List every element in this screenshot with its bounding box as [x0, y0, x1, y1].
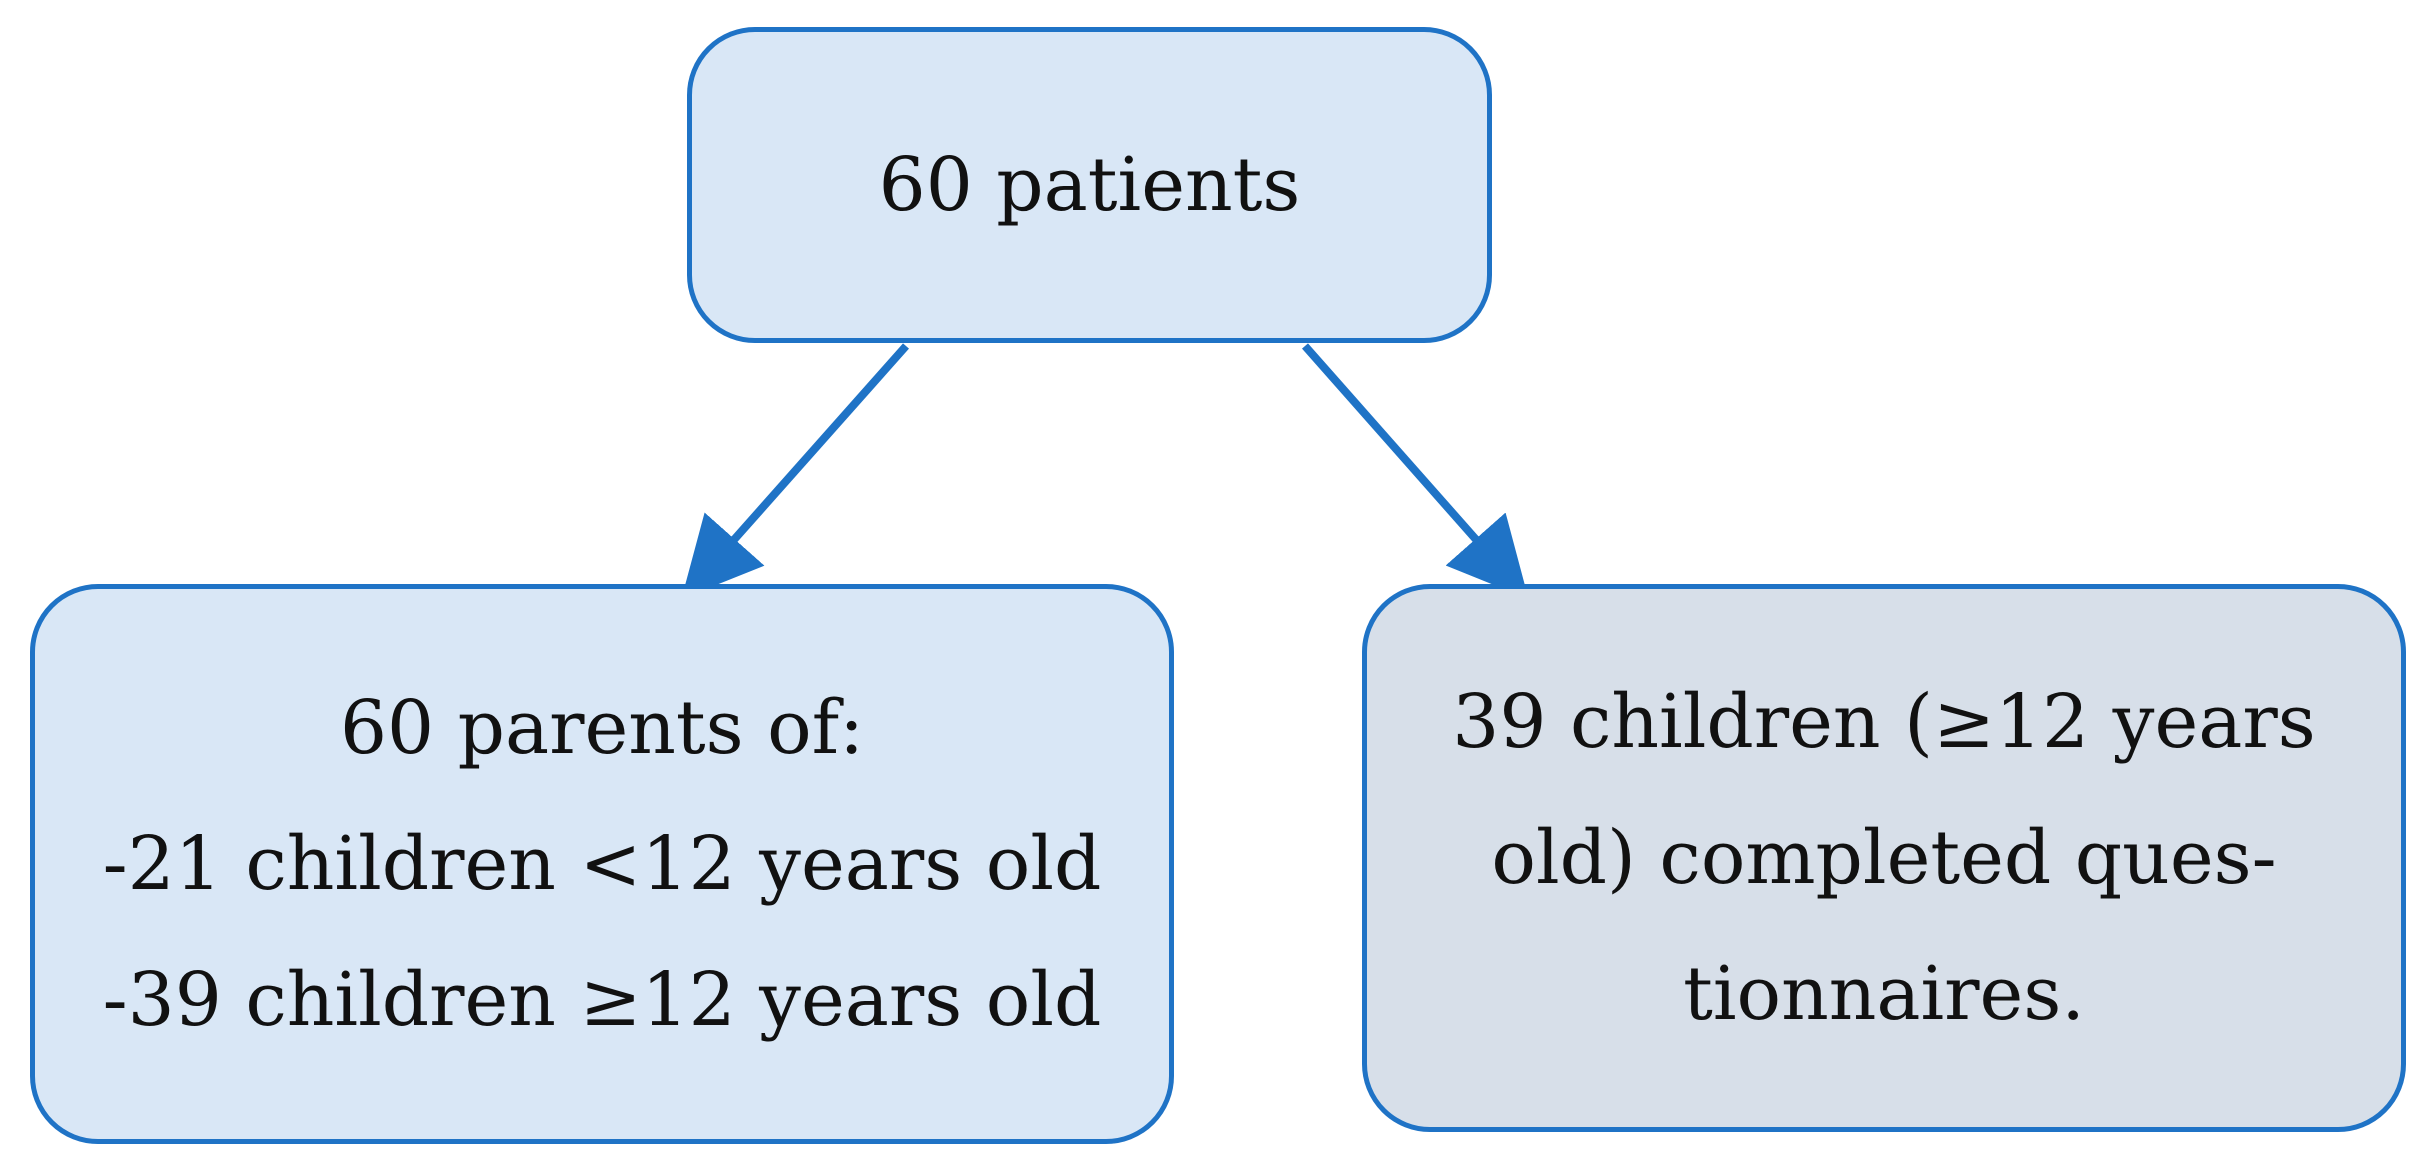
- children-box-line-3: tionnaires.: [1683, 951, 2085, 1037]
- parents-box: 60 parents of: -21 children <12 years ol…: [30, 584, 1174, 1144]
- parents-box-line-2: -21 children <12 years old: [102, 821, 1102, 907]
- children-box-line-1: 39 children (≥12 years: [1452, 679, 2316, 765]
- children-questionnaire-box: 39 children (≥12 years old) completed qu…: [1362, 584, 2406, 1132]
- arrow-to-children-box: [1302, 343, 1529, 599]
- arrow-to-parents-box: [681, 343, 909, 599]
- patients-box: 60 patients: [687, 27, 1492, 343]
- parents-box-line-3: -39 children ≥12 years old: [102, 957, 1102, 1043]
- children-box-line-2: old) completed ques-: [1491, 815, 2277, 901]
- patients-label: 60 patients: [878, 142, 1301, 228]
- parents-box-line-1: 60 parents of:: [339, 685, 865, 771]
